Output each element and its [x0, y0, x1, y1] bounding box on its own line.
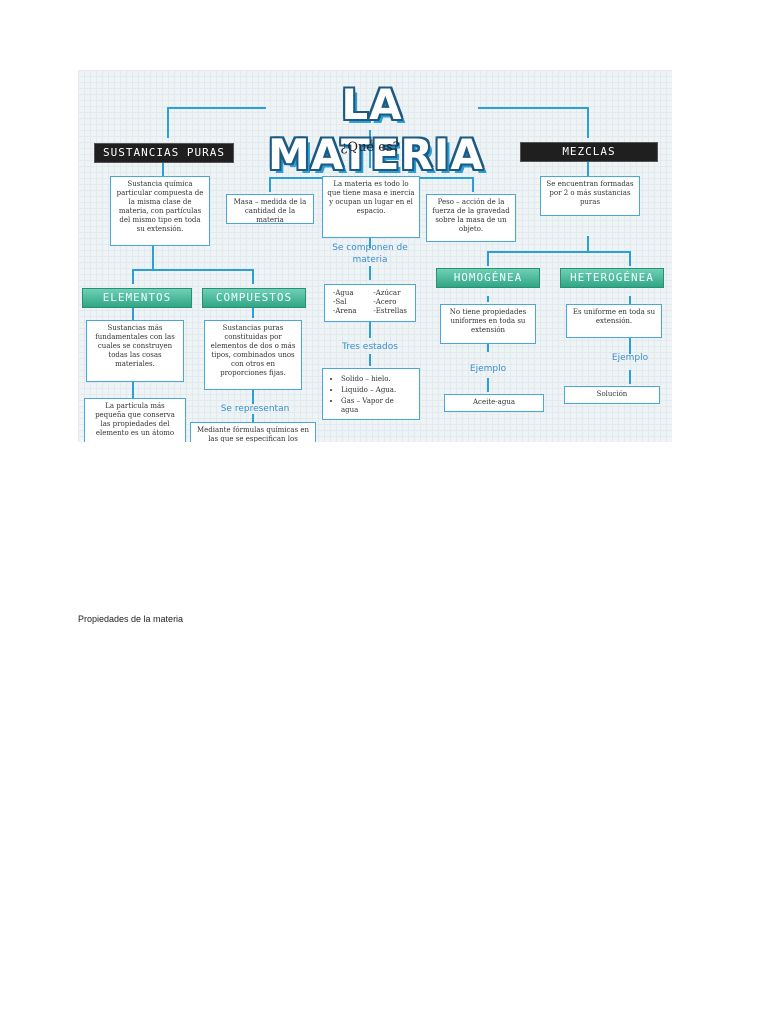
- ejemplo-homogenea-label: Ejemplo: [469, 364, 507, 374]
- ejemplos-col-2: -Azúcar -Acero -Estrellas: [373, 289, 407, 315]
- se-componen-label: Se componen de materia: [332, 243, 408, 265]
- masa-definition: Masa – medida de la cantidad de la mater…: [226, 194, 314, 224]
- compuestos-definition: Sustancias puras constituidas por elemen…: [204, 320, 302, 390]
- map-title: LA MATERIA: [268, 80, 484, 179]
- question-label: ¿Qué es?: [340, 140, 400, 155]
- mezclas-header: MEZCLAS: [520, 142, 658, 162]
- compuestos-header: COMPUESTOS: [202, 288, 306, 308]
- homogenea-definition: No tiene propiedades uniformes en toda s…: [440, 304, 536, 344]
- homogenea-header: HOMOGÉNEA: [436, 268, 540, 288]
- mediante-definition: Mediante fórmulas químicas en las que se…: [190, 422, 316, 442]
- solucion-box: Solución: [564, 386, 660, 404]
- ejemplo-heterogenea-label: Ejemplo: [611, 353, 649, 363]
- heterogenea-definition: Es uniforme en toda su extensión.: [566, 304, 662, 338]
- sustancias-puras-header: SUSTANCIAS PURAS: [94, 143, 234, 163]
- peso-definition: Peso – acción de la fuerza de la graveda…: [426, 194, 516, 242]
- se-representan-label: Se representan: [220, 404, 290, 414]
- tres-estados-box: Solido – hielo. Liquido – Agua. Gas – Va…: [322, 368, 420, 420]
- concept-map-image: LA MATERIA SUSTANCIAS PURAS ¿Qué es? MEZ…: [78, 70, 672, 442]
- materia-definition: La materia es todo lo que tiene masa e i…: [322, 176, 420, 238]
- estado-gas: Gas – Vapor de agua: [341, 397, 413, 415]
- aceite-agua-box: Aceite-agua: [444, 394, 544, 412]
- caption-text: Propiedades de la materia: [78, 614, 184, 624]
- elementos-header: ELEMENTOS: [82, 288, 192, 308]
- ejemplos-col-1: -Agua -Sal -Arena: [333, 289, 357, 315]
- tres-estados-label: Tres estados: [342, 342, 398, 352]
- particula-definition: La partícula más pequeña que conserva la…: [84, 398, 186, 442]
- mezclas-definition: Se encuentran formadas por 2 o más susta…: [540, 176, 640, 216]
- estado-solido: Solido – hielo.: [341, 375, 413, 384]
- elementos-definition: Sustancias más fundamentales con las cua…: [86, 320, 184, 382]
- estado-liquido: Liquido – Agua.: [341, 386, 413, 395]
- ejemplos-box: -Agua -Sal -Arena -Azúcar -Acero -Estrel…: [324, 284, 416, 322]
- sustancias-definition: Sustancia química particular compuesta d…: [110, 176, 210, 246]
- heterogenea-header: HETEROGÉNEA: [560, 268, 664, 288]
